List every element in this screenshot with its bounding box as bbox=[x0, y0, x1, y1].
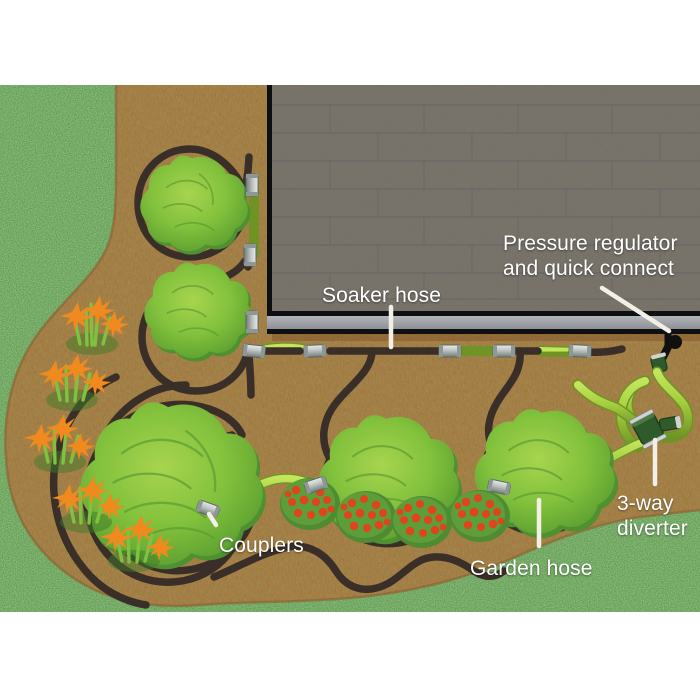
garden-scene bbox=[0, 85, 700, 612]
label-soaker-hose: Soaker hose bbox=[322, 284, 442, 307]
shrub-upper-2 bbox=[144, 262, 255, 362]
house-wall bbox=[267, 85, 700, 341]
leader-couplers bbox=[206, 511, 219, 528]
couplers bbox=[195, 173, 592, 519]
label-pressure-regulator: Pressure regulator and quick connect bbox=[503, 232, 678, 280]
label-couplers: Couplers bbox=[219, 534, 304, 557]
shrub-large-left bbox=[80, 402, 266, 570]
shrub-upper-1 bbox=[140, 155, 251, 255]
red-flower-clumps bbox=[280, 478, 510, 548]
label-garden-hose: Garden hose bbox=[470, 557, 593, 580]
leader-lines bbox=[206, 285, 672, 549]
spigot-and-pressure-regulator bbox=[650, 330, 682, 374]
shrub-right bbox=[474, 409, 619, 539]
scene-svg bbox=[0, 85, 700, 612]
leader-pressure-regulator bbox=[599, 285, 672, 334]
three-way-diverter bbox=[629, 409, 682, 449]
orange-flower-clumps bbox=[24, 296, 175, 572]
label-three-way-diverter: 3-way diverter bbox=[617, 492, 688, 540]
